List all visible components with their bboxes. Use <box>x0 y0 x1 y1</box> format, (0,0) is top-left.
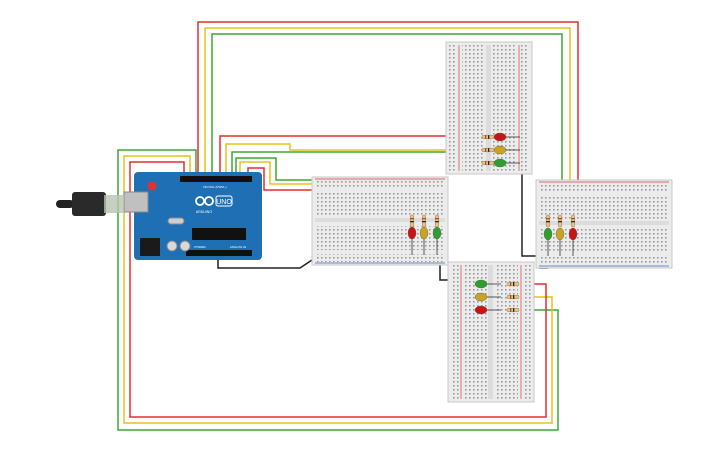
breadboard-right[interactable] <box>535 179 673 269</box>
wire-red-topboard <box>219 135 465 176</box>
resistor-band <box>513 295 515 299</box>
resistor-band <box>558 218 562 220</box>
led-yellow <box>474 292 488 302</box>
wire-green-bottom <box>117 149 559 431</box>
resistor-band <box>435 218 439 220</box>
resistor-band <box>510 295 512 299</box>
wire-red-bottom <box>129 161 547 418</box>
resistor-band <box>510 308 512 312</box>
power-rail-holes <box>449 45 457 171</box>
resistor-band <box>513 282 515 286</box>
center-channel <box>486 45 491 171</box>
digital-header[interactable] <box>180 176 252 182</box>
led-yellow <box>419 226 429 240</box>
led-yellow <box>493 145 507 155</box>
resistor-band <box>422 221 426 223</box>
led-green <box>493 158 507 168</box>
arduino-infinity-icon <box>195 196 214 206</box>
resistor-band <box>510 282 512 286</box>
capacitor <box>166 240 178 252</box>
power-rail-holes <box>523 265 531 399</box>
atmega-chip <box>192 228 246 240</box>
center-channel <box>488 265 493 399</box>
power-rail-holes <box>315 254 445 262</box>
center-channel <box>539 221 669 225</box>
breadboard-bottom[interactable] <box>447 261 535 403</box>
resistor-band <box>488 148 490 152</box>
crystal <box>167 217 185 225</box>
reset-button[interactable] <box>147 181 157 191</box>
wire-green-topboard <box>231 151 466 176</box>
resistor-band <box>485 135 487 139</box>
resistor-band <box>422 218 426 220</box>
capacitor <box>179 240 191 252</box>
arduino-brand-label: ARDUINO <box>196 210 212 214</box>
power-header[interactable] <box>186 250 252 256</box>
usb-jack[interactable] <box>123 191 149 213</box>
resistor-band <box>513 308 515 312</box>
wire-yellow-topboard <box>225 143 465 176</box>
wire-yellow-bottom <box>123 155 553 424</box>
led-red <box>493 132 507 142</box>
traffic-light-components <box>407 132 578 315</box>
usb-cable-strain <box>56 200 74 208</box>
usb-cable-plug <box>72 192 106 216</box>
resistor-band <box>488 161 490 165</box>
power-rail-holes <box>451 265 459 399</box>
usb-cable-icon[interactable] <box>56 192 124 216</box>
resistor-band <box>571 221 575 223</box>
resistor-band <box>558 221 562 223</box>
resistor-band <box>410 218 414 220</box>
resistor-band <box>485 161 487 165</box>
power-rail-holes <box>539 257 669 265</box>
power-jack[interactable] <box>140 238 160 256</box>
breadboard-top[interactable] <box>445 41 533 175</box>
led-green <box>474 279 488 289</box>
arduino-uno-board[interactable]: UNO ARDUINO DIGITAL (PWM~) POWER ANALOG … <box>123 172 262 260</box>
led-red <box>407 226 417 240</box>
wire-yellow-top <box>204 27 571 215</box>
usb-cable-metal <box>104 195 124 213</box>
resistor-band <box>546 218 550 220</box>
led-green <box>543 227 553 241</box>
led-red <box>474 305 488 315</box>
uno-badge <box>215 195 233 207</box>
power-pins-label: POWER <box>194 245 206 249</box>
center-channel <box>315 218 445 222</box>
led-yellow <box>555 227 565 241</box>
breadboard-middle[interactable] <box>311 176 449 266</box>
led-green <box>432 226 442 240</box>
resistor-band <box>488 135 490 139</box>
power-rail-holes <box>521 45 529 171</box>
digital-pins-label: DIGITAL (PWM~) <box>203 185 226 189</box>
power-rail-holes <box>539 183 669 191</box>
wire-green-top <box>211 33 563 215</box>
resistor-band <box>485 148 487 152</box>
terminal-holes <box>462 45 485 171</box>
wire-red-top <box>197 21 579 215</box>
uno-label: UNO <box>216 199 232 206</box>
power-rail-holes <box>315 180 445 188</box>
terminal-holes <box>315 192 445 216</box>
resistor-band <box>571 218 575 220</box>
resistor-band <box>410 221 414 223</box>
led-red <box>568 227 578 241</box>
resistor-band <box>546 221 550 223</box>
analog-pins-label: ANALOG IN <box>230 245 246 249</box>
resistor-band <box>435 221 439 223</box>
